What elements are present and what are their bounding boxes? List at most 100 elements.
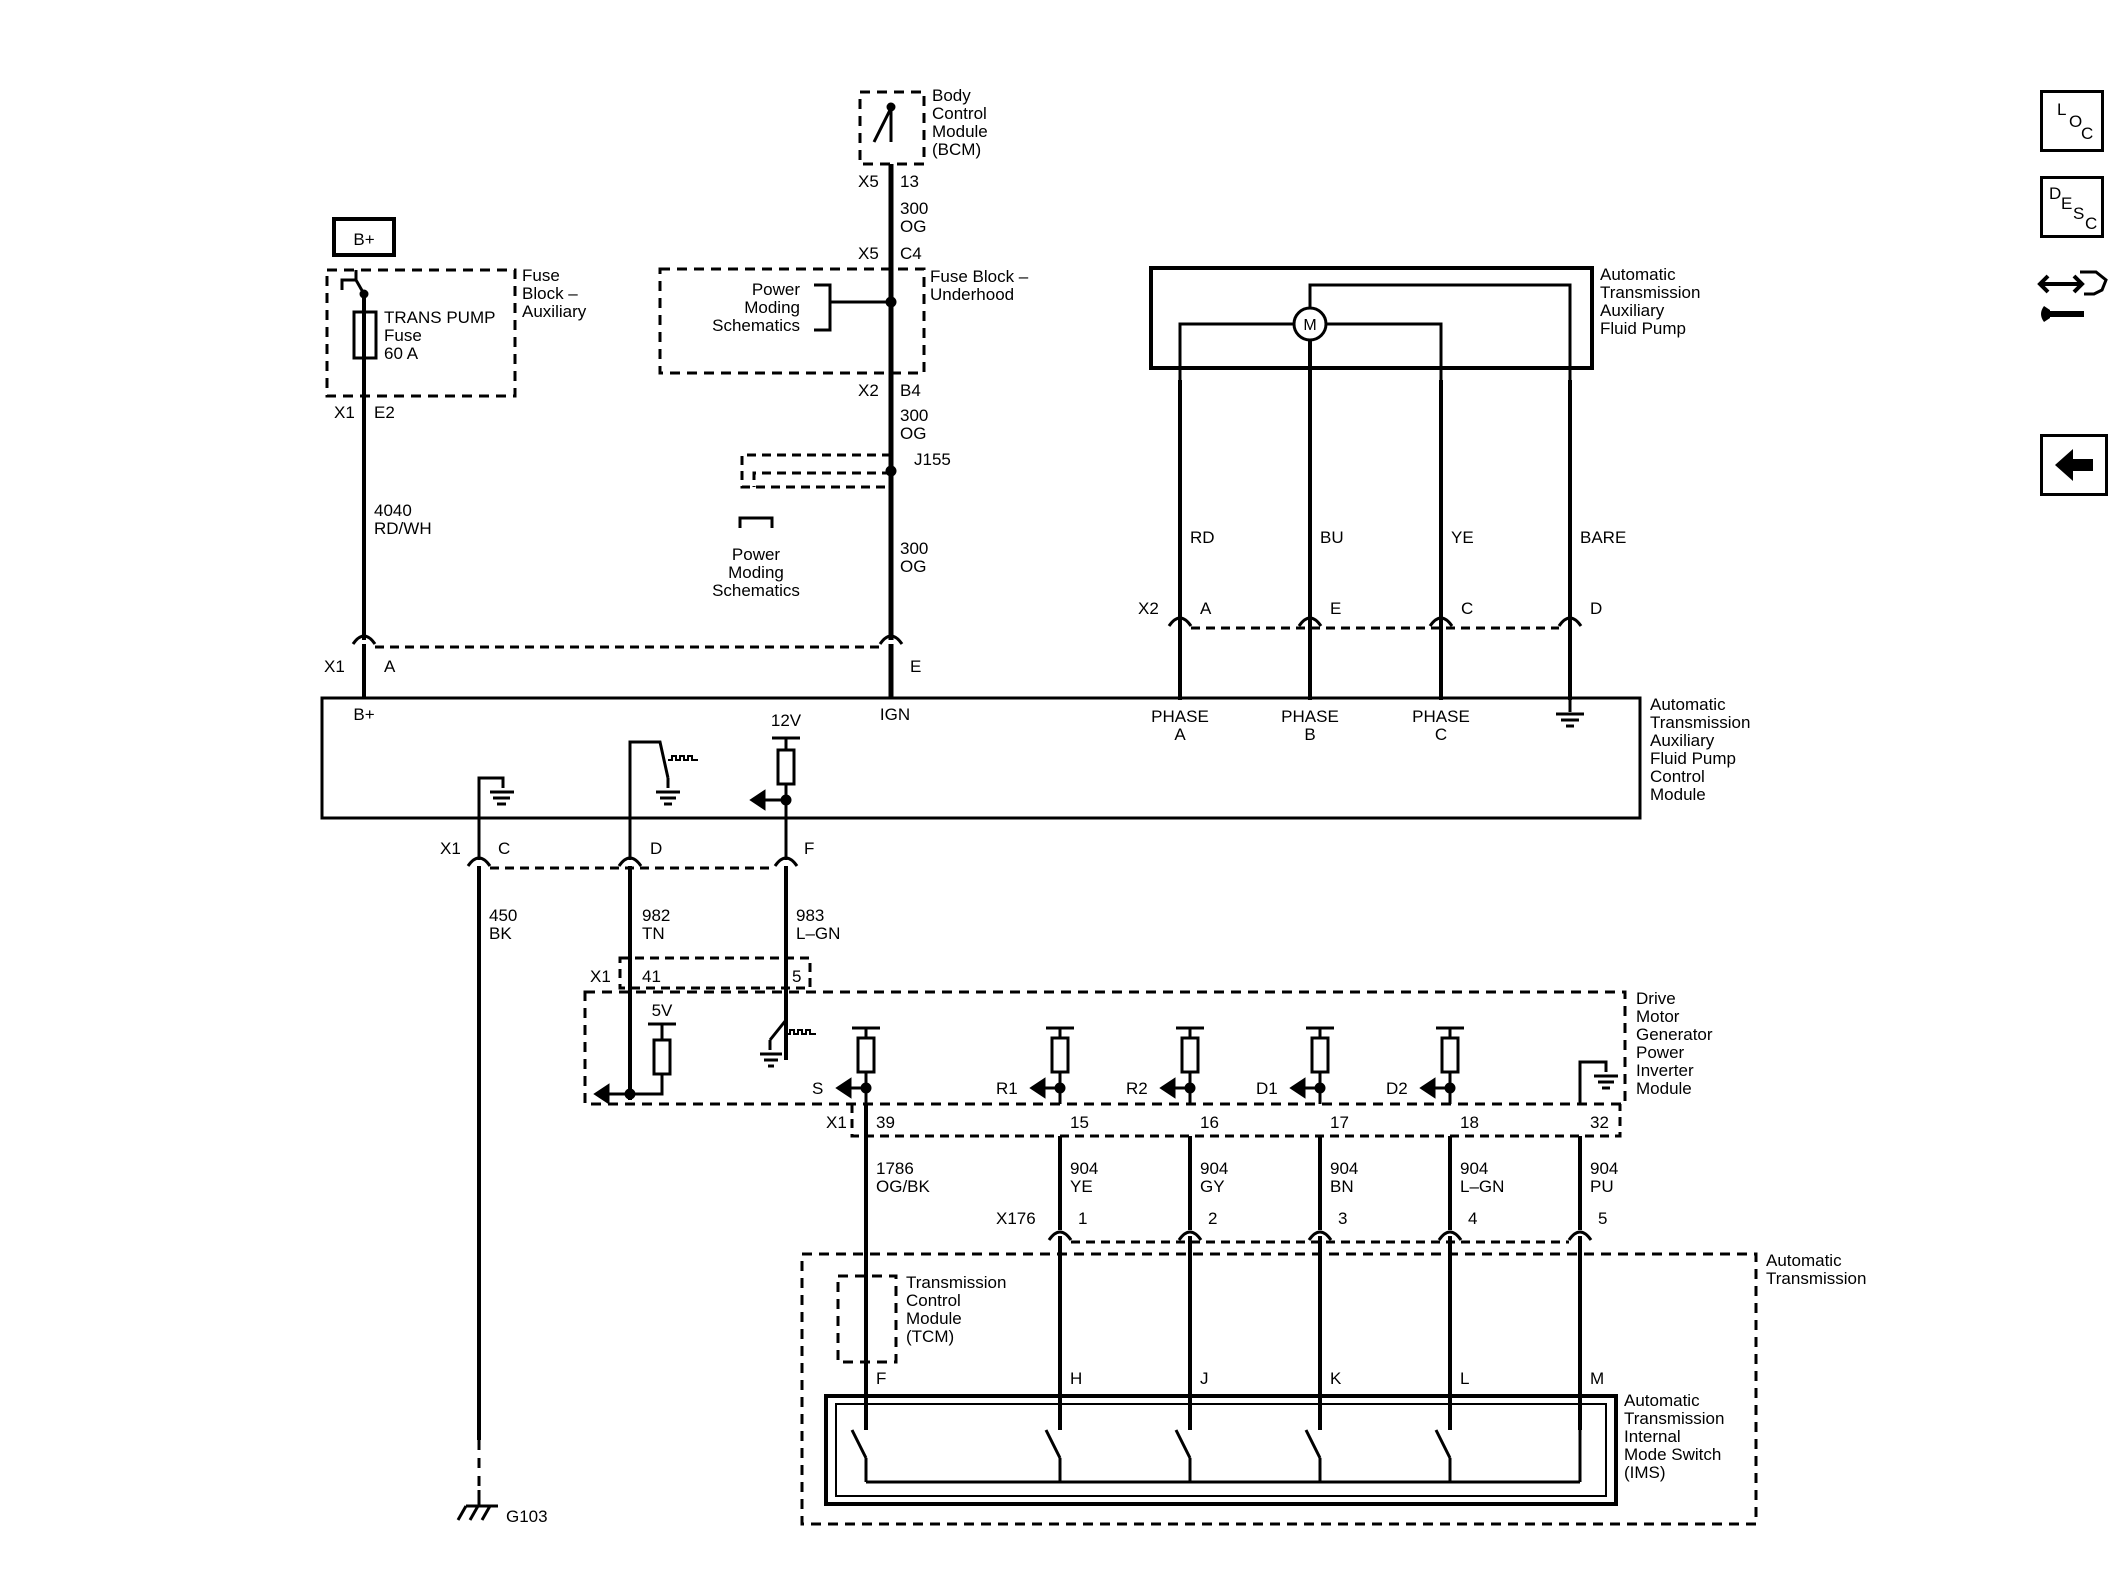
wire-300-b-color: OG: [900, 424, 926, 443]
pump-control-label-6: Module: [1650, 785, 1706, 804]
wire-bare: BARE: [1580, 528, 1626, 547]
description-button[interactable]: D E S C: [2040, 176, 2104, 238]
conn-x1-c: X1: [440, 839, 461, 858]
wire-904-lgn-color: L–GN: [1460, 1177, 1504, 1196]
pin-5: 5: [792, 967, 801, 986]
splice-j155: J155: [914, 450, 951, 469]
aux-pump-label-3: Auxiliary: [1600, 301, 1665, 320]
conn-x5-a: X5: [858, 172, 879, 191]
conn-x2-a: X2: [858, 381, 879, 400]
wiring-schematic: Body Control Module (BCM) X5 13 300 OG X…: [320, 86, 1866, 1526]
power-moding-2c: Schematics: [712, 581, 800, 600]
signal-r1: R1: [996, 1079, 1018, 1098]
conn-x176: X176: [996, 1209, 1036, 1228]
pump-control-label-4: Fluid Pump: [1650, 749, 1736, 768]
fuse-aux-label-2: Block –: [522, 284, 578, 303]
phase-c-label: PHASE: [1412, 707, 1470, 726]
drive-motor-label-5: Inverter: [1636, 1061, 1694, 1080]
wire-904-bn-num: 904: [1330, 1159, 1358, 1178]
x176-pin-3: 3: [1338, 1209, 1347, 1228]
wire-904-bn-color: BN: [1330, 1177, 1354, 1196]
conn-x5-b: X5: [858, 244, 879, 263]
automatic-transmission-box: [800, 1252, 1758, 1526]
fuse-type: Fuse: [384, 326, 422, 345]
ims-label-4: Mode Switch: [1624, 1445, 1721, 1464]
wire-rd: RD: [1190, 528, 1215, 547]
inv-pin-18: 18: [1460, 1113, 1479, 1132]
tcm-label-2: Control: [906, 1291, 961, 1310]
inverter-pullups: [835, 1026, 1464, 1104]
drive-motor-label-3: Generator: [1636, 1025, 1713, 1044]
ims-pin-j: J: [1200, 1369, 1209, 1388]
location-button[interactable]: L O C: [2040, 90, 2104, 152]
svg-text:O: O: [2069, 112, 2082, 131]
pin-bplus: B+: [353, 705, 374, 724]
pump-pin-d: D: [1590, 599, 1602, 618]
fuse-rating: 60 A: [384, 344, 419, 363]
auto-trans-label-2: Transmission: [1766, 1269, 1866, 1288]
wire-bu: BU: [1320, 528, 1344, 547]
power-moding-1b: Moding: [744, 298, 800, 317]
phase-a-letter: A: [1174, 725, 1186, 744]
wire-450-num: 450: [489, 906, 517, 925]
tcm-label-3: Module: [906, 1309, 962, 1328]
wire-ye: YE: [1451, 528, 1474, 547]
x176-pin-2: 2: [1208, 1209, 1217, 1228]
wire-300-a-num: 300: [900, 199, 928, 218]
ims-pin-l: L: [1460, 1369, 1469, 1388]
power-moding-1c: Schematics: [712, 316, 800, 335]
aux-pump-label-4: Fluid Pump: [1600, 319, 1686, 338]
tcm-box: [836, 1274, 898, 1364]
connector-tool-icon[interactable]: [2036, 264, 2112, 334]
wire-300-c-color: OG: [900, 557, 926, 576]
signal-d1: D1: [1256, 1079, 1278, 1098]
bcm-label-2: Control: [932, 104, 987, 123]
ims-box: [824, 1394, 1618, 1506]
wire-4040-color: RD/WH: [374, 519, 432, 538]
back-button[interactable]: [2040, 434, 2108, 496]
pin-f: F: [804, 839, 814, 858]
wire-4040-num: 4040: [374, 501, 412, 520]
ims-label-5: (IMS): [1624, 1463, 1666, 1482]
pump-control-label-2: Transmission: [1650, 713, 1750, 732]
wire-904-ye-color: YE: [1070, 1177, 1093, 1196]
power-moding-2b: Moding: [728, 563, 784, 582]
wire-300-a-color: OG: [900, 217, 926, 236]
fuse-name: TRANS PUMP: [384, 308, 495, 327]
phase-c-letter: C: [1435, 725, 1447, 744]
inv-pin-17: 17: [1330, 1113, 1349, 1132]
conn-x1-a: X1: [324, 657, 345, 676]
pin-13: 13: [900, 172, 919, 191]
ims-pin-m: M: [1590, 1369, 1604, 1388]
inv-pin-39: 39: [876, 1113, 895, 1132]
power-moding-2: Power: [732, 545, 781, 564]
aux-pump-label: Automatic: [1600, 265, 1676, 284]
pin-d: D: [650, 839, 662, 858]
signal-d2: D2: [1386, 1079, 1408, 1098]
svg-text:C: C: [2081, 124, 2093, 143]
wire-982-num: 982: [642, 906, 670, 925]
wire-904-gy-color: GY: [1200, 1177, 1225, 1196]
bcm-label: Body: [932, 86, 971, 105]
ims-switches: [850, 1429, 1582, 1484]
pin-b4: B4: [900, 381, 921, 400]
pump-control-label-3: Auxiliary: [1650, 731, 1715, 750]
aux-pump-label-2: Transmission: [1600, 283, 1700, 302]
inv-pin-16: 16: [1200, 1113, 1219, 1132]
x176-pin-5: 5: [1598, 1209, 1607, 1228]
tcm-label-4: (TCM): [906, 1327, 954, 1346]
aux-fluid-pump-box: [1149, 266, 1594, 370]
ims-label-3: Internal: [1624, 1427, 1681, 1446]
power-moding-1: Power: [752, 280, 801, 299]
signal-s: S: [812, 1079, 823, 1098]
auto-trans-label: Automatic: [1766, 1251, 1842, 1270]
loc-icon: L O C: [2057, 100, 2093, 143]
pin-ign: IGN: [880, 705, 910, 724]
voltage-5v: 5V: [652, 1001, 673, 1020]
x176-pin-1: 1: [1078, 1209, 1087, 1228]
svg-text:E: E: [2061, 194, 2072, 213]
battery-label: B+: [353, 230, 374, 249]
conn-x1-fuse: X1: [334, 403, 355, 422]
ims-label-2: Transmission: [1624, 1409, 1724, 1428]
conn-x2-b: X2: [1138, 599, 1159, 618]
